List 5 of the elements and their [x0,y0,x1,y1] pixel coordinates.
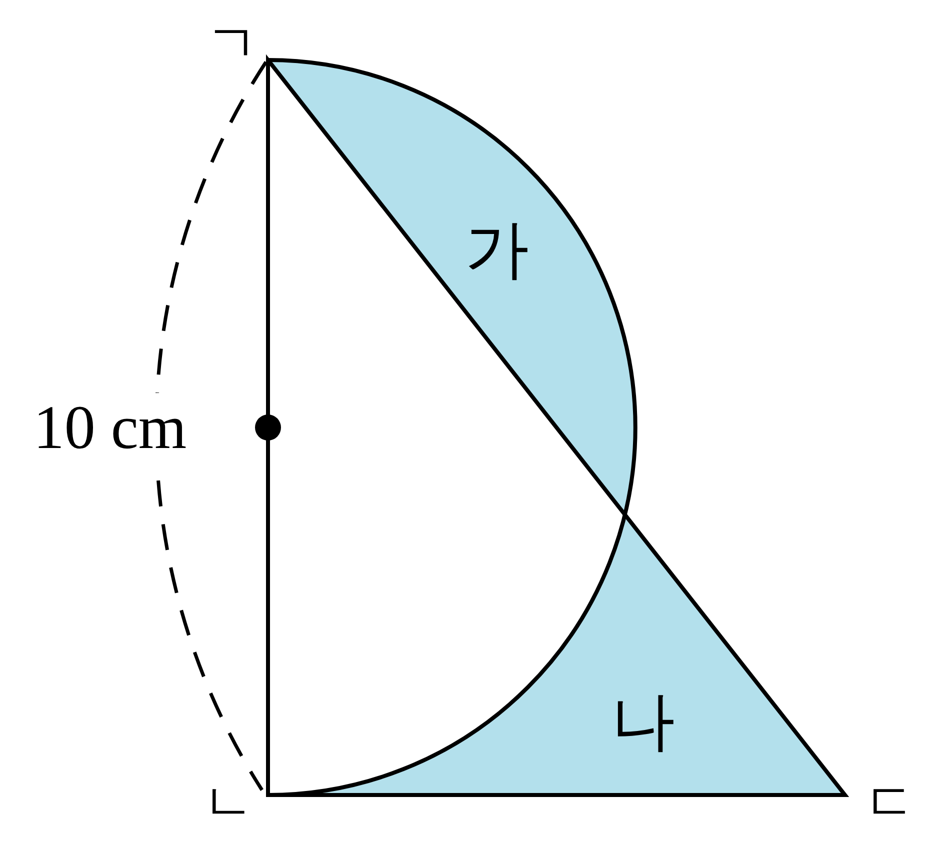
vertex-label: ㄴ [202,777,254,829]
region-label: 나 [611,690,675,754]
vertex-label: ㄷ [864,777,916,829]
vertex-label: ㄱ [206,18,258,70]
region-label: 가 [465,218,529,282]
